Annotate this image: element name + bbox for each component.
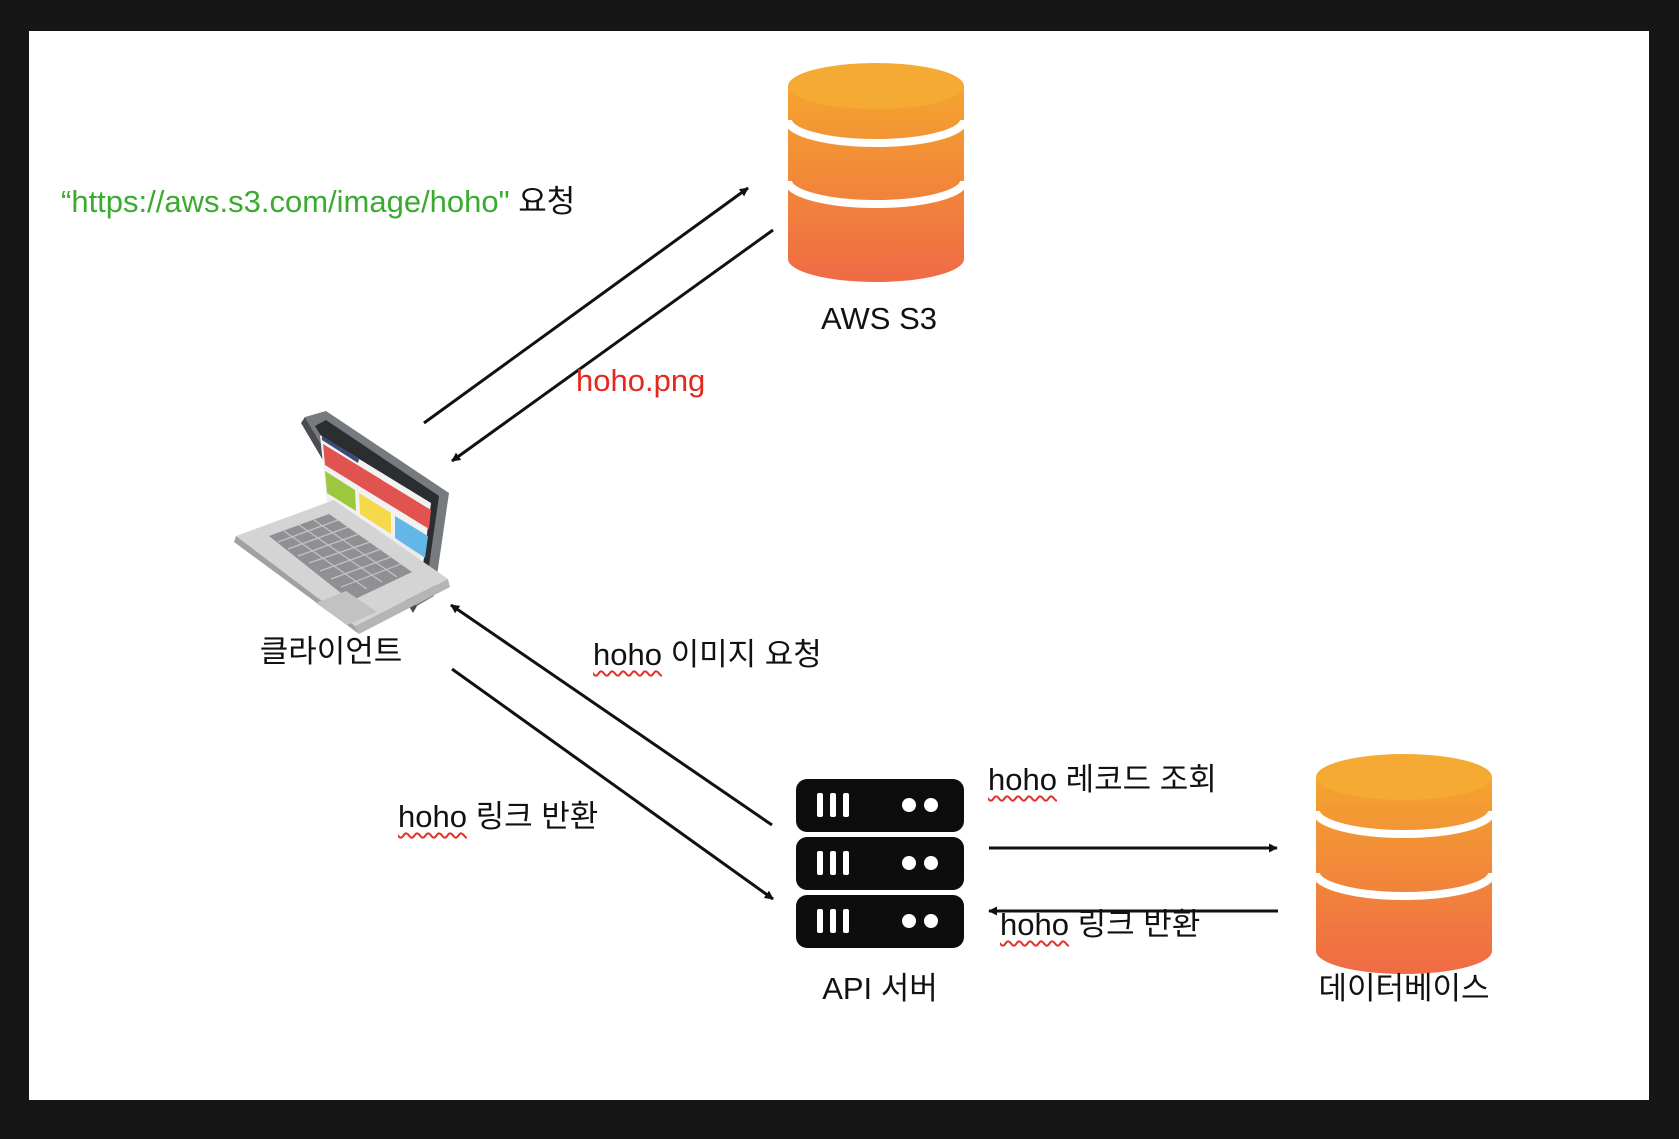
diagram-svg [234, 63, 1496, 974]
edge-label-api-to-db: hoho 레코드 조회 [988, 764, 1217, 795]
edge-url-suffix: 요청 [509, 184, 576, 219]
node-label-client: 클라이언트 [259, 634, 403, 669]
edge-rest: 링크 반환 [1068, 907, 1201, 942]
edge-rest: 이미지 요청 [661, 637, 822, 672]
edge-label-api-to-client: hoho 링크 반환 [398, 801, 598, 832]
node-label-api: API 서버 [822, 971, 938, 1006]
edge-label-db-to-api: hoho 링크 반환 [1000, 909, 1200, 940]
laptop-icon [234, 411, 450, 634]
edge-word: hoho [988, 762, 1057, 797]
edge-rest: 링크 반환 [466, 799, 599, 834]
node-label-db: 데이터베이스 [1318, 971, 1490, 1006]
edge-word: hoho [1000, 907, 1069, 942]
edge-label-client-to-api: hoho 이미지 요청 [593, 639, 822, 670]
s3-database-icon [784, 63, 968, 282]
edge-rest: 레코드 조회 [1056, 762, 1217, 797]
edge-word: hoho [593, 637, 662, 672]
server-unit [796, 895, 964, 948]
server-stack-icon [796, 779, 964, 948]
node-label-s3: AWS S3 [821, 301, 937, 336]
diagram-canvas: “https://aws.s3.com/image/hoho" 요청 hoho.… [29, 31, 1649, 1100]
arrow-client-to-api [451, 667, 774, 901]
edge-url-text: “https://aws.s3.com/image/hoho" [61, 184, 510, 219]
edge-word: hoho [398, 799, 467, 834]
db-database-icon [1312, 754, 1496, 974]
server-unit [796, 837, 964, 890]
edge-label-client-to-s3: “https://aws.s3.com/image/hoho" 요청 [61, 186, 575, 217]
edge-label-s3-to-client: hoho.png [576, 363, 706, 398]
server-unit [796, 779, 964, 832]
arrow-client-to-s3 [423, 186, 749, 425]
arrow-s3-to-client [451, 228, 774, 463]
arrow-api-to-client [450, 603, 773, 827]
